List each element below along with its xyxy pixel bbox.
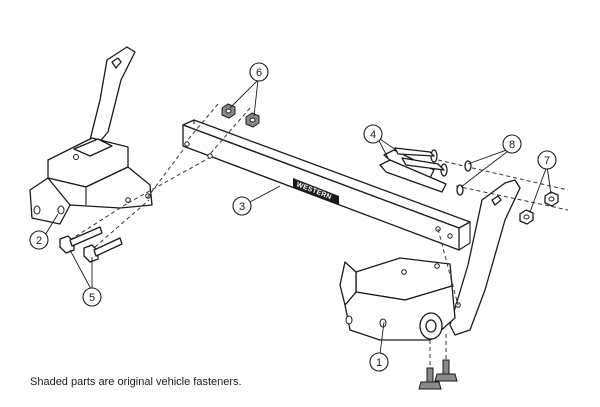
callout-8: 8 <box>502 134 522 154</box>
callout-3: 3 <box>232 196 252 216</box>
callout-leaders <box>41 79 552 363</box>
callout-5: 5 <box>82 287 102 307</box>
callout-1-label: 1 <box>376 357 382 369</box>
callout-6: 6 <box>249 62 269 82</box>
carriage-bolts <box>379 147 448 193</box>
assembly-lines <box>69 103 569 372</box>
footnote-text: Shaded parts are original vehicle fasten… <box>30 376 242 388</box>
hex-nuts-top <box>221 103 260 128</box>
flat-washers <box>456 160 472 196</box>
crossbar-tube: WESTERN <box>182 119 471 251</box>
callout-2: 2 <box>29 230 49 250</box>
bolts-left <box>59 226 123 263</box>
right-mount-bracket <box>339 179 521 341</box>
callout-7: 7 <box>537 150 557 170</box>
callout-8-label: 8 <box>509 139 515 151</box>
vehicle-bolts-shaded <box>418 359 458 390</box>
callout-1: 1 <box>369 352 389 372</box>
hex-nuts-right <box>519 191 559 225</box>
callout-2-label: 2 <box>36 235 42 247</box>
left-mount-bracket <box>29 46 153 225</box>
callout-3-label: 3 <box>239 201 245 213</box>
callout-5-label: 5 <box>89 292 95 304</box>
callout-4-label: 4 <box>370 129 376 141</box>
callout-4: 4 <box>363 124 383 144</box>
callout-6-label: 6 <box>256 67 262 79</box>
callout-7-label: 7 <box>544 155 550 167</box>
